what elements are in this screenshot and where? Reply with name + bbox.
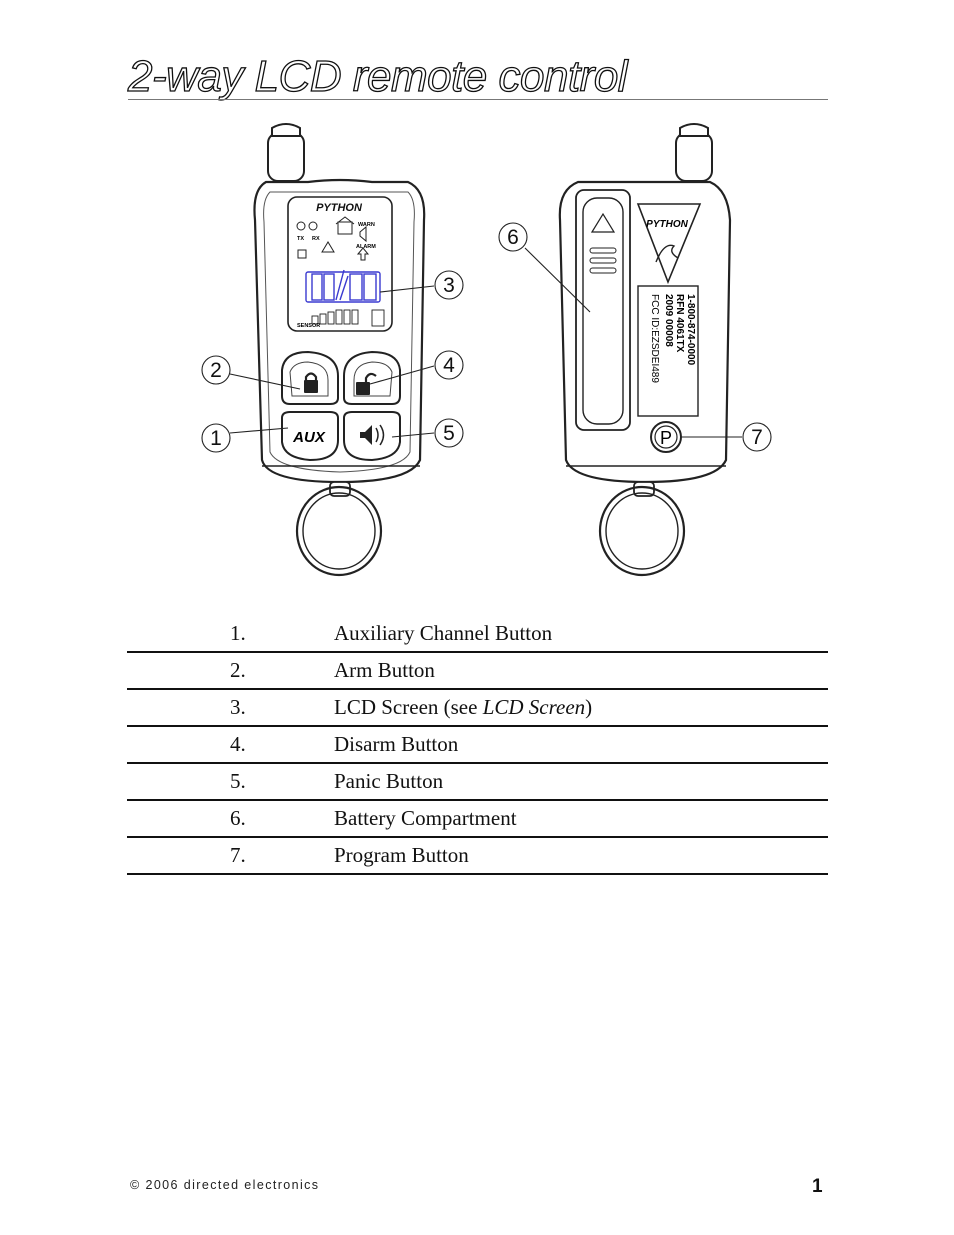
part-description: Battery Compartment [334, 800, 828, 838]
title-rule [128, 99, 828, 100]
lcd-warn-label: WARN [358, 222, 375, 228]
callout-6-label: 6 [507, 226, 519, 249]
part-description: Program Button [334, 837, 828, 875]
front-remote: PYTHON WARN ALARM TX RX SENSOR [253, 123, 426, 577]
lcd-screen-reference[interactable]: LCD Screen [482, 695, 586, 719]
parts-table: 1. Auxiliary Channel Button 2. Arm Butto… [127, 616, 828, 875]
part-number: 3. [127, 689, 334, 727]
aux-button-label: AUX [292, 429, 326, 446]
table-row: 1. Auxiliary Channel Button [127, 616, 828, 653]
part-description: Auxiliary Channel Button [334, 616, 828, 653]
arm-button [281, 350, 339, 405]
callout-2 [201, 355, 231, 385]
callout-1 [201, 423, 231, 453]
part-description: Disarm Button [334, 726, 828, 764]
back-label-line-4: FCC ID:EZSDEI489 [649, 294, 660, 383]
callout-3 [434, 270, 464, 300]
back-label-line-1: 1-800-874-0000 [685, 294, 696, 366]
part-number: 2. [127, 652, 334, 690]
callout-6 [498, 222, 528, 252]
lcd-sensor-label: SENSOR [297, 323, 320, 329]
panic-button [343, 411, 401, 462]
part-description-suffix: ) [585, 695, 593, 719]
back-remote: PYTHON 1-800-874-0000 RFN 4061TX 2009 00… [558, 123, 732, 577]
part-description: Panic Button [334, 763, 828, 801]
page-title: 2-way LCD remote control [127, 51, 628, 101]
table-row: 7. Program Button [127, 837, 828, 875]
back-label-line-2: RFN 4061TX [674, 294, 685, 353]
callout-5 [434, 418, 464, 448]
front-brand-logo: PYTHON [316, 202, 363, 214]
lcd-alarm-label: ALARM [356, 244, 376, 250]
table-row: 4. Disarm Button [127, 726, 828, 764]
footer-copyright: © 2006 directed electronics [130, 1178, 320, 1192]
remote-illustration: PYTHON WARN ALARM TX RX SENSOR [201, 123, 772, 577]
part-number: 6. [127, 800, 334, 838]
page-number: 1 [812, 1176, 823, 1197]
callout-4 [434, 350, 464, 380]
callouts [201, 222, 772, 453]
callout-7 [742, 422, 772, 452]
part-description: LCD Screen (see LCD Screen) [334, 689, 828, 727]
lcd-rx-label: RX [312, 236, 320, 242]
callout-5-label: 5 [443, 422, 455, 445]
part-number: 1. [127, 616, 334, 653]
disarm-button [343, 350, 401, 405]
aux-button: AUX [281, 411, 339, 462]
part-description: Arm Button [334, 652, 828, 690]
callout-4-label: 4 [443, 354, 455, 377]
part-description-text: LCD Screen (see [334, 695, 483, 719]
table-row: 6. Battery Compartment [127, 800, 828, 838]
callout-1-label: 1 [210, 427, 222, 450]
back-label-line-3: 2009 00008 [663, 294, 674, 347]
callout-7-label: 7 [751, 426, 763, 449]
program-button-label: P [660, 428, 672, 448]
back-brand-logo: PYTHON [646, 219, 688, 230]
callout-3-label: 3 [443, 274, 455, 297]
table-row: 2. Arm Button [127, 652, 828, 690]
part-number: 7. [127, 837, 334, 875]
table-row: 3. LCD Screen (see LCD Screen) [127, 689, 828, 727]
program-button: P [650, 421, 682, 453]
callout-2-label: 2 [210, 359, 222, 382]
table-row: 5. Panic Button [127, 763, 828, 801]
lcd-tx-label: TX [297, 236, 304, 242]
part-number: 4. [127, 726, 334, 764]
part-number: 5. [127, 763, 334, 801]
